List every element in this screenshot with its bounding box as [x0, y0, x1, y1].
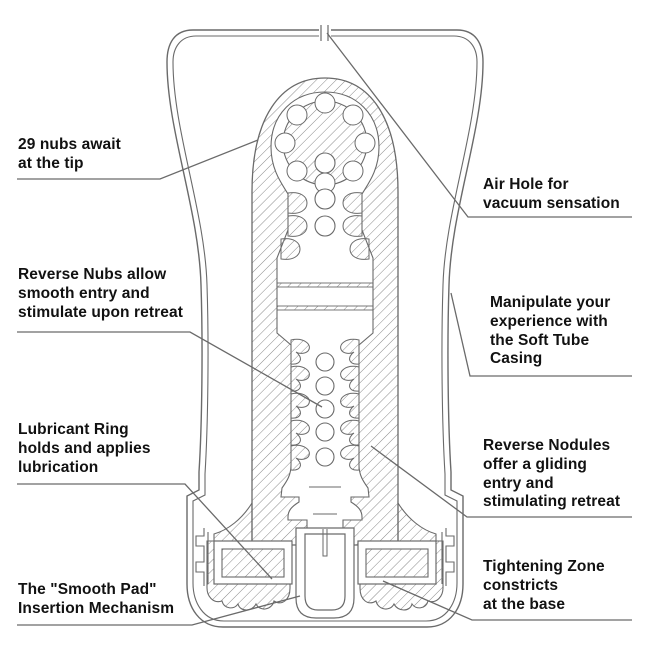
insertion-opening [295, 527, 355, 619]
callout-lubricant-ring: Lubricant Ring holds and applies lubrica… [18, 421, 151, 476]
base-clip-right [441, 528, 455, 586]
leader-nubs-tip [17, 139, 259, 180]
callout-smooth-pad: The "Smooth Pad" Insertion Mechanism [18, 581, 175, 617]
vacuum-channel-holes [314, 152, 336, 467]
tightening-zone-bells [309, 486, 341, 515]
leader-tightening-zone [382, 580, 632, 621]
lubricant-ring-right [357, 540, 437, 585]
leader-reverse-nubs [17, 331, 323, 408]
callout-nubs-tip: 29 nubs await at the tip [18, 136, 121, 172]
leader-smooth-pad [17, 595, 301, 626]
reverse-nubs [280, 192, 370, 260]
leader-lines [17, 32, 632, 626]
leader-soft-tube [450, 292, 632, 377]
reverse-nodules [290, 338, 360, 471]
soft-tube-casing-outline [166, 29, 484, 628]
air-hole [319, 25, 331, 41]
callout-reverse-nubs: Reverse Nubs allow smooth entry and stim… [18, 266, 183, 321]
tip-nub-cluster [274, 92, 376, 194]
callout-air-hole: Air Hole for vacuum sensation [483, 176, 620, 212]
leader-reverse-nodules [370, 445, 632, 518]
leader-lubricant-ring [17, 483, 273, 580]
callout-reverse-nodules: Reverse Nodules offer a gliding entry an… [483, 437, 621, 511]
callout-soft-tube: Manipulate your experience with the Soft… [490, 294, 611, 368]
callout-tightening-zone: Tightening Zone constricts at the base [483, 558, 605, 613]
lubricant-ring-left [213, 540, 293, 585]
base-clip-left [195, 528, 209, 586]
rib-bands [276, 282, 374, 311]
leader-air-hole [326, 32, 632, 218]
